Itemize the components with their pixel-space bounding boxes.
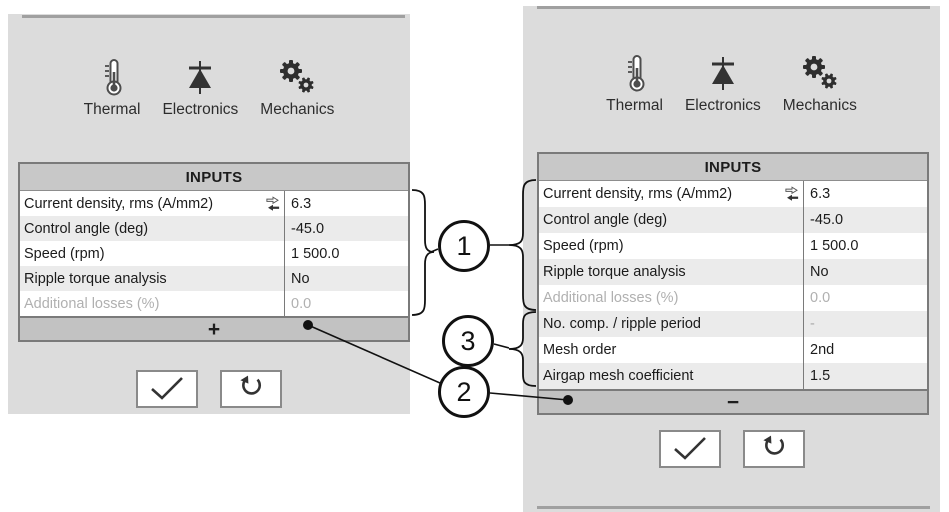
gears-icon — [278, 54, 316, 96]
tab-thermal[interactable]: Thermal — [606, 50, 663, 115]
tab-bar: Thermal Electronics — [523, 50, 940, 115]
row-label: Additional losses (%) — [24, 295, 160, 312]
linked-parameter-icon — [784, 186, 800, 202]
row-label: Speed (rpm) — [24, 245, 105, 262]
tab-label: Electronics — [684, 97, 761, 114]
tab-bar: Thermal Electronics — [8, 54, 410, 119]
table-row-current-density[interactable]: Current density, rms (A/mm2) 6.3 — [539, 181, 927, 207]
panel-bottom-rule — [537, 506, 930, 509]
row-value-field: 0.0 — [803, 285, 927, 311]
table-row-control-angle[interactable]: Control angle (deg) -45.0 — [539, 207, 927, 233]
row-label: Current density, rms (A/mm2) — [543, 186, 733, 202]
row-value-field[interactable]: 1 500.0 — [284, 241, 408, 266]
tab-mechanics[interactable]: Mechanics — [260, 54, 334, 119]
tab-label: Electronics — [162, 101, 239, 118]
row-value-field[interactable]: 6.3 — [284, 191, 408, 216]
row-value-field[interactable]: -45.0 — [284, 216, 408, 241]
row-value-field[interactable]: 2nd — [803, 337, 927, 363]
row-value-field[interactable]: 1.5 — [803, 363, 927, 389]
panel-top-rule — [22, 15, 405, 18]
reset-button[interactable] — [220, 370, 282, 408]
row-label: Control angle (deg) — [24, 220, 149, 237]
table-row-current-density[interactable]: Current density, rms (A/mm2) 6.3 — [20, 191, 408, 216]
collapse-inputs-button[interactable]: − — [539, 389, 927, 413]
callout-1: 1 — [438, 220, 490, 272]
thermometer-icon — [100, 54, 124, 96]
callout-2: 2 — [438, 366, 490, 418]
inputs-panel-expanded: Thermal Electronics — [523, 6, 940, 512]
callout-3-number: 3 — [460, 325, 476, 356]
row-value-field[interactable]: 1 500.0 — [803, 233, 927, 259]
inputs-table: INPUTS Current density, rms (A/mm2) 6.3 … — [537, 152, 929, 415]
table-row-additional-losses: Additional losses (%) 0.0 — [20, 291, 408, 316]
expand-inputs-button[interactable]: + — [20, 316, 408, 340]
tab-label: Thermal — [606, 97, 663, 114]
row-value-field[interactable]: No — [284, 266, 408, 291]
table-row-ripple-torque[interactable]: Ripple torque analysis No — [539, 259, 927, 285]
inputs-table-title: INPUTS — [20, 164, 408, 191]
reset-icon — [760, 434, 788, 465]
table-row-additional-losses: Additional losses (%) 0.0 — [539, 285, 927, 311]
table-row-mesh-order[interactable]: Mesh order 2nd — [539, 337, 927, 363]
callout-3: 3 — [442, 315, 494, 367]
table-row-control-angle[interactable]: Control angle (deg) -45.0 — [20, 216, 408, 241]
row-label: Airgap mesh coefficient — [543, 368, 694, 384]
row-label: Current density, rms (A/mm2) — [24, 195, 214, 212]
inputs-panel-collapsed: Thermal Electronics — [8, 14, 410, 414]
row-label: Ripple torque analysis — [24, 270, 167, 287]
callout-3-stub — [493, 343, 510, 349]
action-button-row — [8, 370, 410, 408]
row-label: Ripple torque analysis — [543, 264, 686, 280]
row-label: Mesh order — [543, 342, 617, 358]
table-row-airgap-mesh-coefficient[interactable]: Airgap mesh coefficient 1.5 — [539, 363, 927, 389]
row-value-field[interactable]: No — [803, 259, 927, 285]
row-value-field[interactable]: -45.0 — [803, 207, 927, 233]
panel-top-rule — [537, 6, 930, 9]
table-row-speed[interactable]: Speed (rpm) 1 500.0 — [539, 233, 927, 259]
table-row-speed[interactable]: Speed (rpm) 1 500.0 — [20, 241, 408, 266]
check-icon — [670, 435, 710, 464]
linked-parameter-icon — [265, 195, 281, 212]
reset-button[interactable] — [742, 430, 805, 468]
tab-label: Mechanics — [782, 97, 857, 114]
row-label: No. comp. / ripple period — [543, 316, 701, 332]
inputs-table: INPUTS Current density, rms (A/mm2) 6.3 … — [18, 162, 410, 342]
callout-1-left-stub — [430, 248, 439, 253]
table-row-ripple-torque[interactable]: Ripple torque analysis No — [20, 266, 408, 291]
row-value-field[interactable]: 6.3 — [803, 181, 927, 207]
row-label: Speed (rpm) — [543, 238, 624, 254]
apply-button[interactable] — [136, 370, 198, 408]
row-label: Additional losses (%) — [543, 290, 679, 306]
callout-2-number: 2 — [456, 376, 472, 407]
tab-electronics[interactable]: Electronics — [685, 50, 761, 115]
inputs-table-title: INPUTS — [539, 154, 927, 181]
row-value-field[interactable]: - — [803, 311, 927, 337]
tab-label: Thermal — [83, 101, 141, 118]
row-label: Control angle (deg) — [543, 212, 668, 228]
tab-thermal[interactable]: Thermal — [83, 54, 141, 119]
table-row-comp-ripple-period[interactable]: No. comp. / ripple period - — [539, 311, 927, 337]
tab-label: Mechanics — [260, 101, 335, 118]
action-button-row — [523, 430, 940, 468]
callout-1-number: 1 — [456, 230, 472, 261]
diode-icon — [708, 50, 738, 92]
tab-mechanics[interactable]: Mechanics — [783, 50, 857, 115]
thermometer-icon — [623, 50, 647, 92]
tab-electronics[interactable]: Electronics — [162, 54, 238, 119]
gears-icon — [801, 50, 839, 92]
reset-icon — [237, 374, 265, 405]
apply-button[interactable] — [658, 430, 721, 468]
diode-icon — [185, 54, 215, 96]
row-value-field: 0.0 — [284, 291, 408, 316]
check-icon — [147, 375, 187, 404]
left-table-brace — [411, 189, 435, 316]
